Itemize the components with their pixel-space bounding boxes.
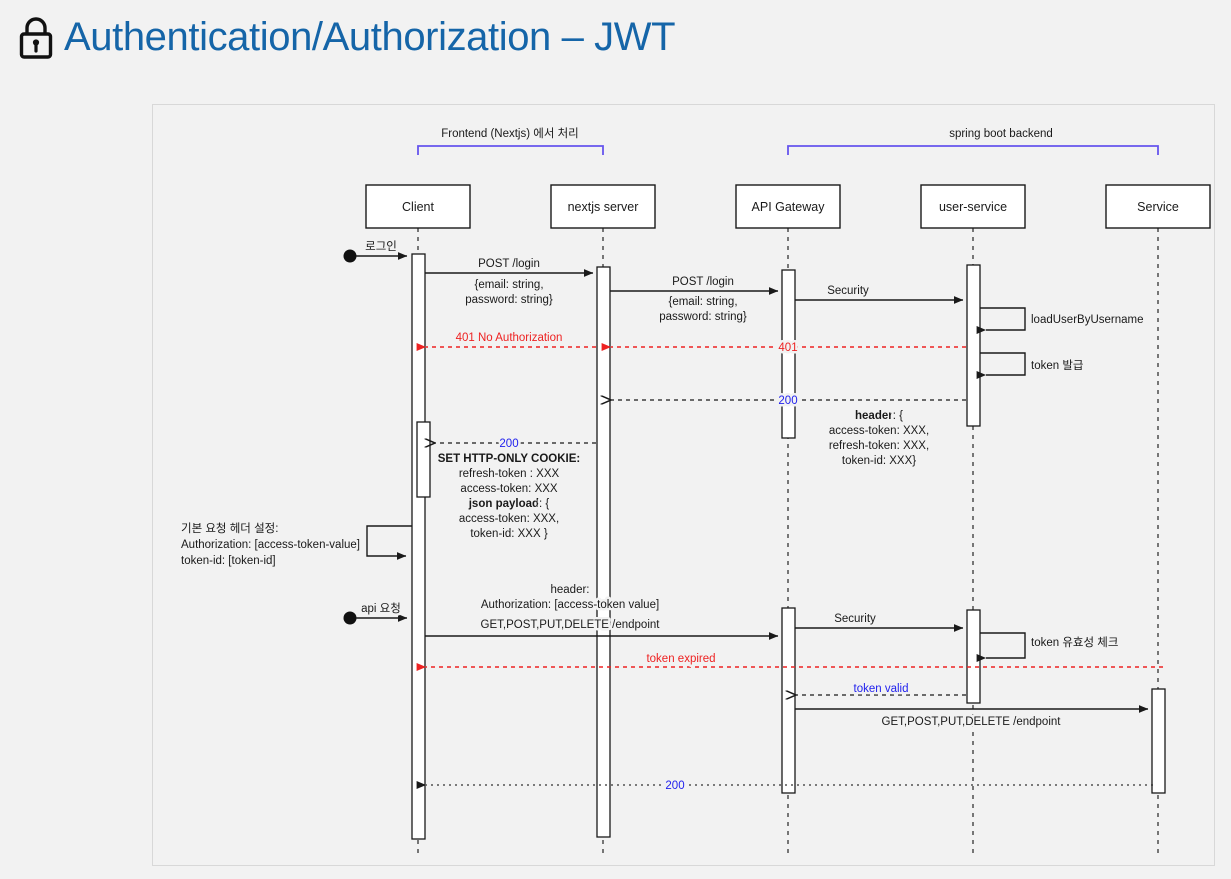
message-label-token-issue: token 발급	[1031, 359, 1084, 372]
actor-entry-login: 로그인	[343, 238, 408, 263]
message-sub-post-login-2b: password: string}	[659, 311, 747, 323]
message-gateway-to-service: GET,POST,PUT,DELETE /endpoint	[795, 705, 1149, 731]
note-label-default-header-2: Authorization: [access-token-value]	[181, 539, 360, 551]
actor-label-api: api 요청	[361, 602, 401, 615]
message-sub-payload-token-id: token-id: XXX }	[470, 528, 548, 540]
participant-client[interactable]: Client	[365, 184, 471, 229]
message-200-final: 200	[416, 778, 1153, 795]
message-label-loaduserbyusername: loadUserByUsername	[1031, 314, 1144, 326]
message-sub-access-cookie: access-token: XXX	[460, 483, 557, 495]
activation-client	[411, 253, 426, 840]
activation-userservice-api	[966, 609, 981, 704]
actor-label-login: 로그인	[365, 240, 397, 253]
message-self-token-issue: token 발급	[976, 352, 1086, 379]
message-label-token-check: token 유효성 체크	[1031, 636, 1118, 649]
activation-service	[1151, 688, 1166, 794]
participant-label-service: Service	[1137, 200, 1179, 214]
activation-nextjs	[596, 266, 611, 838]
activation-bars	[411, 253, 1166, 840]
participant-label-user-service: user-service	[939, 200, 1007, 214]
message-sub-access-token: access-token: XXX,	[829, 425, 929, 437]
message-security-api: Security	[795, 611, 964, 632]
message-200-nextjs: 200 SET HTTP-ONLY COOKIE: refresh-token …	[435, 436, 596, 543]
message-label-token-expired: token expired	[646, 653, 715, 665]
message-label-401: 401 No Authorization	[456, 332, 563, 344]
message-sub-post-login-1a: {email: string,	[474, 279, 543, 291]
message-200-userservice: 200 header: { access-token: XXX, refresh…	[611, 393, 966, 470]
message-post-login-nextjs: POST /login {email: string, password: st…	[610, 274, 779, 326]
message-sub-json-payload-bold: json payload	[468, 498, 539, 510]
participant-service[interactable]: Service	[1105, 184, 1211, 229]
message-sub-json-payload-line: json payload: {	[468, 498, 550, 510]
message-sub-post-login-1b: password: string}	[465, 294, 553, 306]
message-sub-payload-access-token: access-token: XXX,	[459, 513, 559, 525]
message-self-token-check: token 유효성 체크	[976, 632, 1121, 662]
sequence-diagram: Frontend (Nextjs) 에서 처리 spring boot back…	[179, 127, 1211, 855]
message-sub-header-brace: : {	[893, 410, 903, 422]
message-self-default-header: 기본 요청 헤더 설정: Authorization: [access-toke…	[179, 520, 412, 570]
message-label-post-login-1: POST /login	[478, 258, 540, 270]
note-label-default-header-3: token-id: [token-id]	[181, 555, 276, 567]
note-label-default-header-1: 기본 요청 헤더 설정:	[181, 522, 278, 535]
participant-label-nextjs-server: nextjs server	[568, 200, 639, 214]
message-sub-refresh-token: refresh-token: XXX,	[829, 440, 929, 452]
participant-api-gateway[interactable]: API Gateway	[735, 184, 841, 229]
message-401-no-authorization: 401 401 No Authorization	[416, 330, 966, 357]
activation-userservice-login	[966, 264, 981, 427]
message-code-200-final: 200	[665, 780, 684, 792]
message-security-login: Security	[795, 283, 964, 304]
activation-gateway-api	[781, 607, 796, 794]
message-token-expired: token expired	[416, 651, 1163, 671]
message-code-200-nextjs: 200	[499, 438, 518, 450]
actor-entry-api: api 요청	[343, 600, 408, 625]
message-post-login-client: POST /login {email: string, password: st…	[425, 256, 594, 309]
message-label-token-valid: token valid	[854, 683, 909, 695]
group-label-backend: spring boot backend	[949, 128, 1053, 140]
message-label-header: header:	[550, 584, 589, 596]
message-sub-set-cookie: SET HTTP-ONLY COOKIE:	[438, 453, 581, 465]
participant-user-service[interactable]: user-service	[920, 184, 1026, 229]
participant-label-client: Client	[402, 200, 434, 214]
page-title: Authentication/Authorization – JWT	[0, 0, 1231, 62]
activation-gateway-login	[781, 269, 796, 439]
message-self-loaduser: loadUserByUsername	[976, 307, 1146, 334]
diagram-frame: Frontend (Nextjs) 에서 처리 spring boot back…	[152, 104, 1215, 866]
message-sub-header-line1: header: {	[855, 410, 903, 422]
message-label-security-api: Security	[834, 613, 876, 625]
message-api-request: header: Authorization: [access-token val…	[425, 582, 779, 640]
participant-nextjs-server[interactable]: nextjs server	[550, 184, 656, 229]
message-label-authorization: Authorization: [access-token value]	[481, 599, 659, 611]
message-code-200-userservice: 200	[778, 395, 797, 407]
group-label-frontend: Frontend (Nextjs) 에서 처리	[441, 127, 579, 140]
participant-label-api-gateway: API Gateway	[752, 200, 826, 214]
message-sub-post-login-2a: {email: string,	[668, 296, 737, 308]
group-bracket-backend: spring boot backend	[787, 128, 1159, 155]
message-sub-header-bold: header	[855, 410, 893, 422]
group-bracket-frontend: Frontend (Nextjs) 에서 처리	[417, 127, 604, 155]
message-token-valid: token valid	[796, 681, 966, 695]
activation-client-nested	[416, 421, 431, 498]
message-label-security-login: Security	[827, 285, 869, 297]
message-label-endpoint-methods: GET,POST,PUT,DELETE /endpoint	[481, 619, 661, 631]
message-label-service-endpoint: GET,POST,PUT,DELETE /endpoint	[882, 716, 1062, 728]
message-sub-refresh-cookie: refresh-token : XXX	[459, 468, 560, 480]
message-sub-token-id: token-id: XXX}	[842, 455, 916, 467]
message-sub-json-payload-brace: : {	[539, 498, 549, 510]
message-label-post-login-2: POST /login	[672, 276, 734, 288]
lock-icon	[14, 13, 58, 61]
page-title-text: Authentication/Authorization – JWT	[64, 15, 676, 59]
message-code-401: 401	[778, 342, 797, 354]
